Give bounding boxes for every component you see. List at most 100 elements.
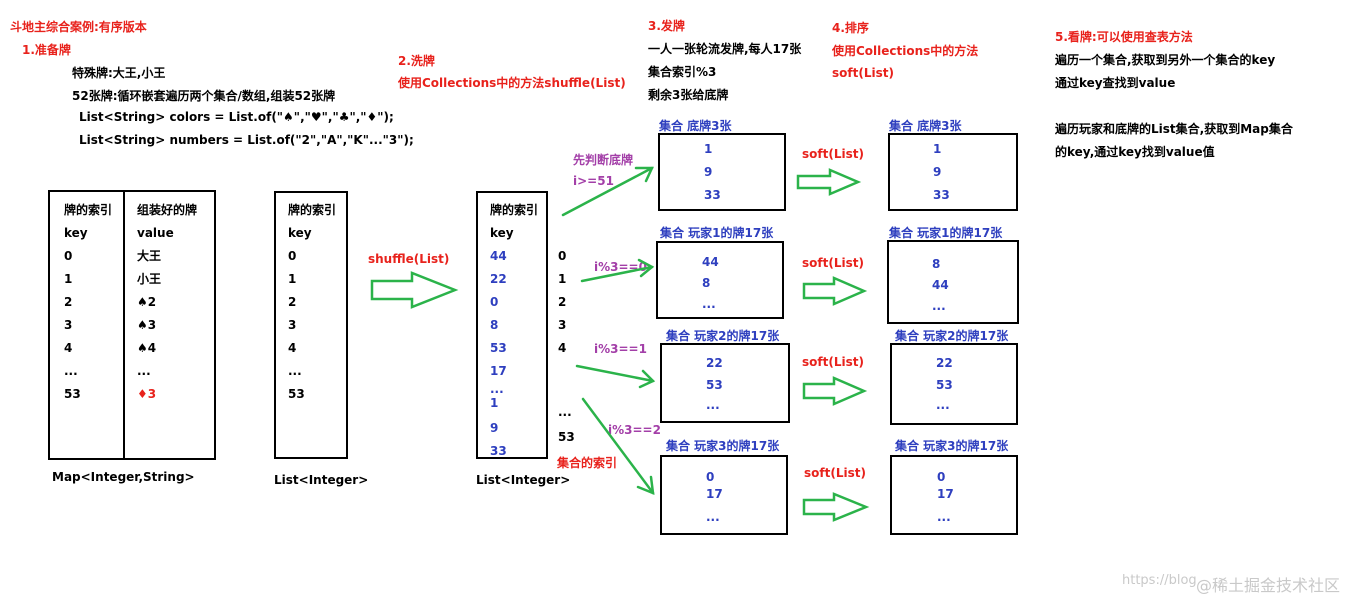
list-item: 4 — [288, 341, 297, 355]
step5-line: 通过key查找到value — [1055, 76, 1176, 90]
list-item: 0 — [288, 249, 297, 263]
group-item: 1 — [704, 142, 713, 156]
step3-line: 集合索引%3 — [648, 65, 717, 79]
step1-title: 1.准备牌 — [22, 43, 71, 57]
watermark-brand: @稀土掘金技术社区 — [1196, 576, 1341, 595]
step3-line: 一人一张轮流发牌,每人17张 — [648, 42, 802, 56]
list-column: 牌的索引 key 0 1 2 3 4 ... 53 — [288, 199, 336, 406]
sorted-group-item: ... — [937, 510, 951, 524]
index-caption: 集合的索引 — [557, 456, 618, 470]
map-value: ♠3 — [137, 318, 157, 332]
map-table — [48, 190, 216, 460]
group-item: 17 — [706, 487, 723, 501]
step3-line: 剩余3张给底牌 — [648, 88, 729, 102]
shuffle-arrow — [370, 271, 459, 309]
deal-arrow — [561, 166, 654, 217]
map-key: 2 — [64, 295, 73, 309]
map-value-column: 组装好的牌 value 大王 小王 ♠2 ♠3 ♠4 ... ♦3 — [137, 199, 197, 406]
index-label: 1 — [558, 272, 567, 286]
deal-arrow-head — [637, 258, 655, 278]
list-header: key — [288, 226, 312, 240]
deal-condition: 先判断底牌 — [573, 153, 634, 167]
index-label: 4 — [558, 341, 567, 355]
map-value: 小王 — [137, 272, 162, 286]
group-box-player3 — [660, 455, 788, 535]
shuffled-item: 22 — [490, 272, 507, 286]
map-key: 4 — [64, 341, 73, 355]
group-title: 集合 玩家1的牌17张 — [660, 226, 774, 240]
deal-arrow-head — [636, 475, 655, 495]
sorted-group-item: 9 — [933, 165, 942, 179]
sorted-group-item: 8 — [932, 257, 941, 271]
map-value-header: 组装好的牌 — [137, 203, 198, 217]
shuffled-table-caption: List<Integer> — [476, 473, 571, 487]
group-item: ... — [706, 398, 720, 412]
sort-label: soft(List) — [802, 147, 864, 161]
step1-code-colors: List<String> colors = List.of("♠","♥","♣… — [79, 110, 394, 124]
group-item: 9 — [704, 165, 713, 179]
watermark-url: https://blog — [1122, 573, 1197, 588]
group-items: 0 17 ... — [706, 466, 723, 528]
sort-arrow — [802, 376, 868, 406]
sort-arrow — [802, 276, 868, 306]
index-label: 2 — [558, 295, 567, 309]
step4-line: 使用Collections中的方法 — [832, 44, 979, 58]
map-key: ... — [64, 364, 78, 378]
sorted-group-title: 集合 玩家2的牌17张 — [895, 329, 1009, 343]
sorted-group-item: 17 — [937, 487, 954, 501]
sort-label: soft(List) — [804, 466, 866, 480]
sorted-group-items: 1 9 33 — [933, 138, 950, 207]
sorted-group-title: 集合 玩家1的牌17张 — [889, 226, 1003, 240]
shuffled-column: 牌的索引 key 44 22 0 8 53 17 ... 1 9 33 — [490, 199, 538, 463]
sorted-group-item: 1 — [933, 142, 942, 156]
group-item: 53 — [706, 378, 723, 392]
step5-line: 的key,通过key找到value值 — [1055, 145, 1215, 159]
shuffled-item: ... — [490, 382, 504, 396]
step1-line: 52张牌:循环嵌套遍历两个集合/数组,组装52张牌 — [72, 89, 336, 103]
map-value: 大王 — [137, 249, 162, 263]
shuffled-item: 53 — [490, 341, 507, 355]
shuffled-item: 0 — [490, 295, 499, 309]
step1-line: 特殊牌:大王,小王 — [72, 66, 166, 80]
sorted-group-item: 22 — [936, 356, 953, 370]
map-key: 3 — [64, 318, 73, 332]
list-table-caption: List<Integer> — [274, 473, 369, 487]
deal-condition: i%3==1 — [594, 342, 647, 356]
map-key: 53 — [64, 387, 81, 401]
sorted-group-item: 44 — [932, 278, 949, 292]
group-item: ... — [706, 510, 720, 524]
group-item: 8 — [702, 276, 711, 290]
sorted-group-item: ... — [936, 398, 950, 412]
group-title: 集合 玩家2的牌17张 — [666, 329, 780, 343]
deal-condition: i>=51 — [573, 174, 614, 188]
sort-arrow — [796, 168, 862, 196]
page-title: 斗地主综合案例:有序版本 — [10, 20, 147, 34]
shuffled-item: 33 — [490, 444, 507, 458]
list-item: 1 — [288, 272, 297, 286]
index-label: 0 — [558, 249, 567, 263]
step5-title: 5.看牌:可以使用查表方法 — [1055, 30, 1193, 44]
sorted-group-title: 集合 玩家3的牌17张 — [895, 439, 1009, 453]
list-item: 2 — [288, 295, 297, 309]
deal-arrow-head — [638, 369, 656, 389]
shuffled-item: 17 — [490, 364, 507, 378]
deal-arrow-head — [634, 166, 654, 183]
shuffled-item: 9 — [490, 421, 499, 435]
step5-line: 遍历一个集合,获取到另外一个集合的key — [1055, 53, 1276, 67]
list-item: 3 — [288, 318, 297, 332]
sorted-group-items: 0 17 ... — [937, 466, 954, 528]
step4-title: 4.排序 — [832, 21, 869, 35]
step3-title: 3.发牌 — [648, 19, 685, 33]
group-box-player1 — [656, 241, 784, 319]
step2-title: 2.洗牌 — [398, 54, 435, 68]
sorted-group-box-bottom-cards — [888, 133, 1018, 211]
shuffled-item: 1 — [490, 396, 499, 410]
step5-line: 遍历玩家和底牌的List集合,获取到Map集合 — [1055, 122, 1293, 136]
map-key: 1 — [64, 272, 73, 286]
shuffled-header: key — [490, 226, 514, 240]
map-value: ♠4 — [137, 341, 157, 355]
sort-label: soft(List) — [802, 256, 864, 270]
list-table — [274, 191, 348, 459]
group-item: 22 — [706, 356, 723, 370]
